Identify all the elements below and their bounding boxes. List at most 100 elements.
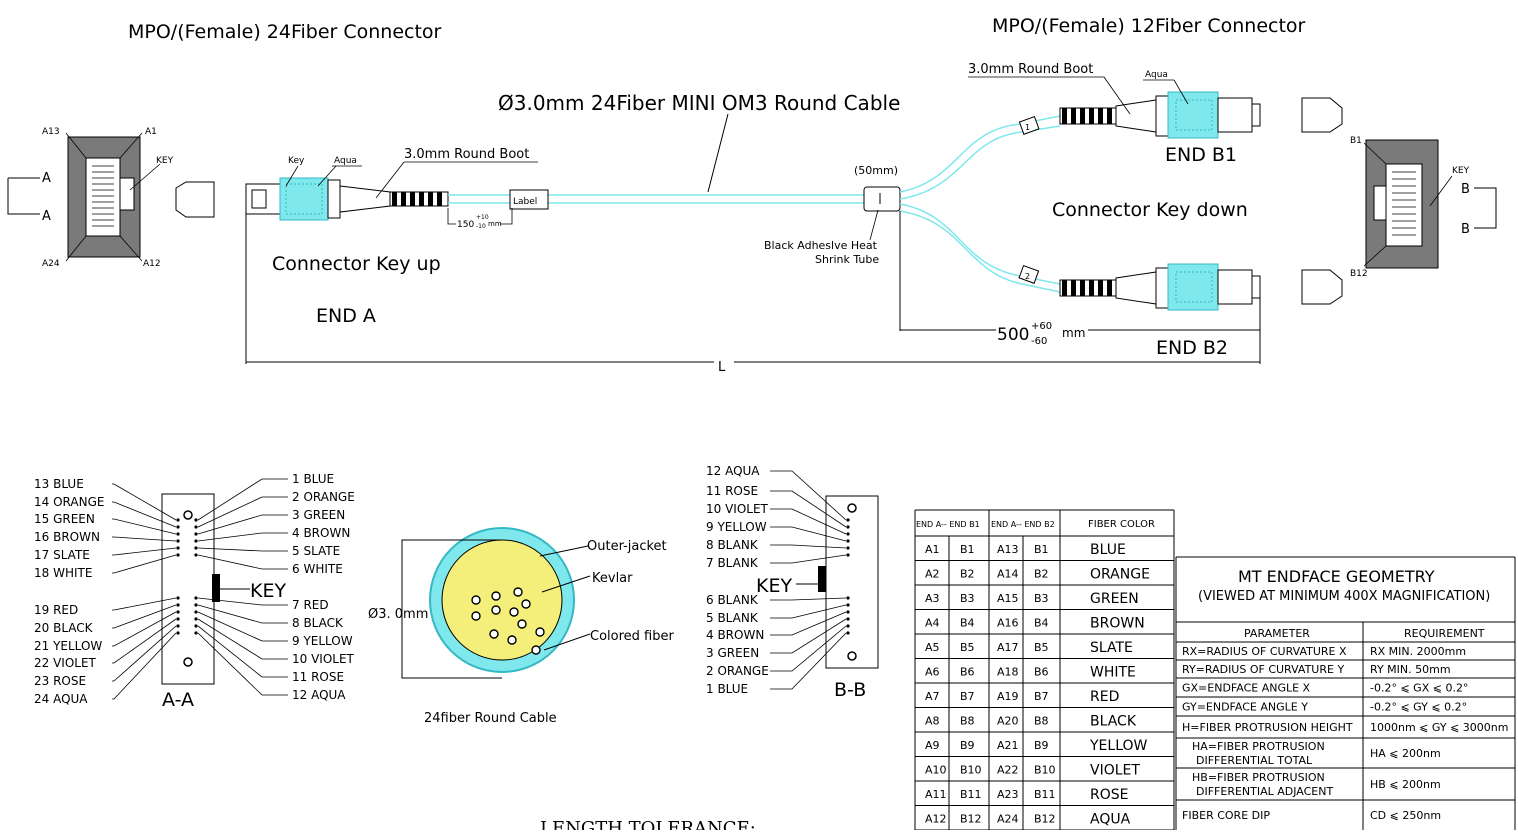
bb-leader — [770, 611, 847, 636]
pin-table-color: ORANGE — [1090, 567, 1150, 583]
pin-table-color: BLACK — [1090, 714, 1137, 730]
pin-table-header: END A-- END B2 — [991, 520, 1055, 529]
pin-table-color: YELLOW — [1089, 738, 1148, 754]
bb-fiber-dot — [846, 546, 850, 550]
key-big-b: KEY — [756, 575, 792, 597]
key-up-label: Connector Key up — [272, 253, 441, 275]
mt-req-cell: -0.2° ⩽ GX ⩽ 0.2° — [1370, 682, 1468, 695]
dim-500-unit: mm — [1062, 326, 1085, 340]
mt-endface-table: MT ENDFACE GEOMETRY(VIEWED AT MINIMUM 40… — [1175, 556, 1516, 830]
fifty-mm-label: (50mm) — [854, 164, 898, 177]
bb-leader — [770, 632, 847, 690]
aa-left-item: 23 ROSE — [34, 674, 86, 688]
pin-table-cell: B8 — [1034, 715, 1049, 728]
mt-req-cell: -0.2° ⩽ GY ⩽ 0.2° — [1370, 701, 1467, 714]
pin-table-color: RED — [1090, 689, 1119, 705]
aa-right-item: 3 GREEN — [292, 508, 345, 522]
pin-table-cell: A10 — [925, 764, 947, 777]
mt-req-cell: HB ⩽ 200nm — [1370, 778, 1441, 791]
pin-table-cell: A16 — [997, 617, 1019, 630]
aa-left-item: 14 ORANGE — [34, 495, 104, 509]
pin-table-cell: B2 — [960, 568, 975, 581]
pin-table-color: AQUA — [1090, 812, 1131, 828]
aa-left-item: 21 YELLOW — [34, 639, 102, 653]
bb-fiber-dot — [846, 539, 850, 543]
mt-param-cell: H=FIBER PROTRUSION HEIGHT — [1182, 721, 1353, 734]
dim-500: 500 — [997, 325, 1029, 345]
pin-table-cell: B12 — [1034, 813, 1056, 826]
shrink-label-2: Shrink Tube — [815, 253, 879, 266]
aa-left-leader — [112, 597, 177, 611]
dim-150-unit: mm — [488, 220, 502, 228]
pin-table-cell: A12 — [925, 813, 947, 826]
dim-150-tol-dn: -10 — [476, 223, 486, 230]
aa-right-fiber-dot — [194, 553, 198, 557]
aa-left-item: 18 WHITE — [34, 566, 92, 580]
aa-left-fiber-dot — [176, 617, 180, 621]
aa-left-leader — [112, 518, 177, 535]
aa-left-fiber-dot — [176, 518, 180, 522]
diameter-label: Ø3. 0mm — [368, 607, 428, 622]
pin-a13-label: A13 — [42, 127, 60, 137]
mt-param-cell: HA=FIBER PROTRUSION — [1192, 740, 1325, 753]
bb-fiber-dot — [846, 553, 850, 557]
aa-right-leader — [197, 514, 288, 535]
bb-fiber-dot — [846, 631, 850, 635]
mt-table-title: MT ENDFACE GEOMETRY — [1238, 567, 1435, 586]
pin-table-cell: A23 — [997, 788, 1019, 801]
letter-b-top: B — [1461, 182, 1470, 197]
aa-left-fiber-dot — [176, 553, 180, 557]
bb-list-item: 5 BLANK — [706, 611, 759, 625]
bb-list-item: 2 ORANGE — [706, 664, 769, 678]
bb-leader — [770, 526, 847, 542]
aa-right-leader — [197, 625, 288, 678]
aa-right-leader — [197, 554, 288, 570]
pin-table-cell: B11 — [960, 788, 982, 801]
pin-table-cell: A2 — [925, 568, 940, 581]
end-a-connector: Key Aqua 3.0mm Round Boot — [245, 147, 538, 221]
aa-right-item: 6 WHITE — [292, 562, 343, 576]
aa-left-item: 20 BLACK — [34, 621, 94, 635]
aa-left-leader — [112, 618, 177, 664]
dim-500-up: +60 — [1031, 321, 1052, 332]
round-cable-section: Outer-jacket Kevlar Colored fiber Ø3. 0m… — [368, 527, 756, 834]
pin-table-cell: B6 — [960, 666, 975, 679]
bb-fiber-dot — [846, 624, 850, 628]
pin-table-color: WHITE — [1090, 665, 1136, 681]
aa-left-leader — [112, 625, 177, 682]
pin-table-cell: B9 — [1034, 739, 1049, 752]
pin-table-cell: A18 — [997, 666, 1019, 679]
colored-fiber-label: Colored fiber — [590, 629, 674, 644]
bb-list-item: 10 VIOLET — [706, 502, 769, 516]
bb-list-item: 11 ROSE — [706, 484, 758, 498]
aa-right-item: 10 VIOLET — [292, 652, 355, 666]
aa-left-fiber-dot — [176, 539, 180, 543]
aa-left-item: 19 RED — [34, 603, 78, 617]
boot-label-a: 3.0mm Round Boot — [404, 147, 529, 162]
boot-label-b: 3.0mm Round Boot — [968, 62, 1093, 77]
dust-cap-b1 — [1301, 97, 1343, 133]
pin-table-cell: B7 — [1034, 690, 1049, 703]
aa-right-fiber-dot — [194, 603, 198, 607]
aa-right-fiber-dot — [194, 525, 198, 529]
aa-left-leader — [112, 501, 177, 528]
aa-left-leader — [112, 604, 177, 629]
aa-left-fiber-dot — [176, 610, 180, 614]
aa-left-leader — [112, 632, 177, 700]
aa-right-item: 8 BLACK — [292, 616, 344, 630]
aa-right-item: 7 RED — [292, 598, 329, 612]
bb-leader — [770, 554, 847, 564]
aa-left-fiber-dot — [176, 532, 180, 536]
branch-1-label: 1 — [1025, 123, 1030, 132]
aa-left-item: 24 AQUA — [34, 692, 88, 706]
pin-table-cell: B7 — [960, 690, 975, 703]
shrink-label-1: Black Adheslve Heat — [764, 239, 878, 252]
pin-table-cell: A20 — [997, 715, 1019, 728]
round-cable-label: 24fiber Round Cable — [424, 711, 557, 726]
aa-right-fiber-dot — [194, 532, 198, 536]
aa-right-fiber-dot — [194, 631, 198, 635]
right-face-view: B1 B12 KEY B B — [1350, 136, 1497, 279]
aa-right-fiber-dot — [194, 617, 198, 621]
